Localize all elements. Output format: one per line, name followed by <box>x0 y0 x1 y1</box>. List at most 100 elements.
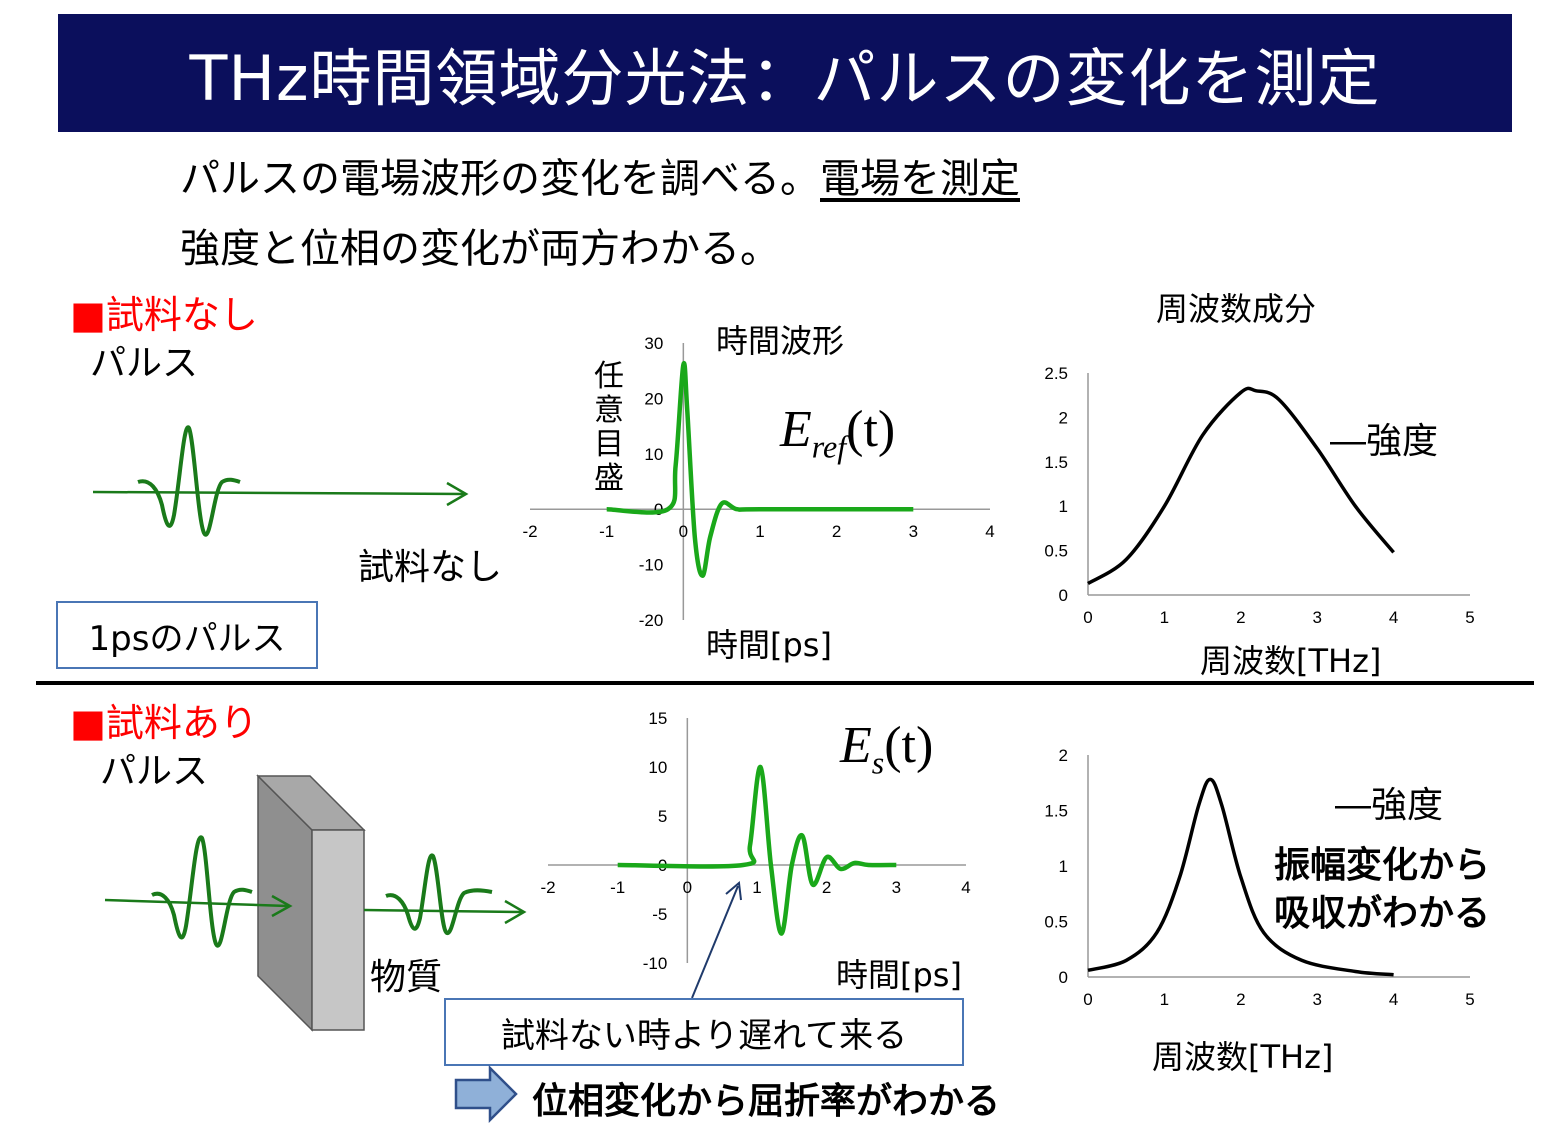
pulse-arrowhead-incoming <box>271 894 293 918</box>
intro-line-2: 強度と位相の変化が両方わかる。 <box>180 226 780 272</box>
x-tick-label: 3 <box>892 878 901 897</box>
formula-e-ref: Eref(t) <box>780 400 895 465</box>
y-tick-label: -10 <box>639 556 664 575</box>
x-tick-label: 1 <box>1160 990 1169 1009</box>
y-tick-label: 5 <box>658 807 667 826</box>
conclusion-arrow-icon <box>454 1064 518 1124</box>
y-tick-label: 1.5 <box>1044 802 1068 821</box>
series-line <box>1087 777 1394 977</box>
y-tick-label: 0.5 <box>1044 913 1068 932</box>
conclusion-text: 位相変化から屈折率がわかる <box>532 1081 1001 1122</box>
y-tick-label: 15 <box>648 709 667 728</box>
y-tick-label: -20 <box>639 611 664 630</box>
y-tick-label: 10 <box>644 445 663 464</box>
pulse-wave-incoming <box>151 835 253 948</box>
y-tick-label: 1.5 <box>1044 453 1068 472</box>
freq-plot-title: 周波数成分 <box>1156 290 1317 328</box>
formula-e-ref-main: E <box>780 401 812 458</box>
time-x-axis-label-top: 時間[ps] <box>706 626 832 664</box>
note-box-1ps: 1psのパルス <box>56 601 318 669</box>
legend-intensity-bottom: ―強度 <box>1335 785 1444 826</box>
freq-x-axis-label-bottom: 周波数[THz] <box>1152 1038 1334 1076</box>
time-x-axis-label-bottom: 時間[ps] <box>836 956 962 994</box>
x-tick-label: 1 <box>1160 608 1169 627</box>
y-tick-label: 0.5 <box>1044 542 1068 561</box>
freq-x-axis-label-top: 周波数[THz] <box>1200 642 1382 680</box>
intro-text-a: パルスの電場波形の変化を調べる。 <box>180 156 820 202</box>
x-tick-label: 4 <box>961 878 970 897</box>
pulse-arrow-incoming <box>104 898 289 908</box>
x-tick-label: 4 <box>1389 990 1398 1009</box>
formula-e-s-sub: s <box>871 744 885 781</box>
x-tick-label: 1 <box>755 522 764 541</box>
y-axis-label: 任意目盛 <box>594 359 624 496</box>
delay-pointer-line <box>691 885 739 999</box>
series-line <box>617 764 897 936</box>
material-label: 物質 <box>370 957 443 998</box>
x-tick-label: 2 <box>822 878 831 897</box>
x-tick-label: 2 <box>832 522 841 541</box>
formula-e-s-arg: (t) <box>884 717 934 774</box>
section-divider <box>36 681 1534 685</box>
pulse-arrowhead-outgoing <box>504 899 527 925</box>
material-slab-front <box>311 829 365 1031</box>
x-tick-label: -1 <box>610 878 625 897</box>
delay-pointer-head <box>725 881 742 901</box>
x-tick-label: 4 <box>1389 608 1398 627</box>
y-tick-label: -5 <box>652 905 667 924</box>
delay-note-box: 試料ない時より遅れて来る <box>444 998 964 1066</box>
y-tick-label: 2 <box>1059 746 1068 765</box>
pulse-arrowhead-top <box>446 481 469 507</box>
section-heading-no-sample: ■試料なし <box>70 293 258 337</box>
x-tick-label: 0 <box>1083 608 1092 627</box>
x-tick-label: 4 <box>985 522 994 541</box>
y-tick-label: -10 <box>643 954 668 973</box>
x-tick-label: 2 <box>1236 608 1245 627</box>
y-tick-label: 1 <box>1059 497 1068 516</box>
pulse-label-top: パルス <box>90 343 199 384</box>
y-tick-label: 30 <box>644 334 663 353</box>
x-tick-label: 5 <box>1465 608 1474 627</box>
pulse-wave-outgoing <box>385 853 493 935</box>
x-tick-label: 5 <box>1465 990 1474 1009</box>
pulse-wave-top <box>137 425 241 537</box>
y-tick-label: 20 <box>644 389 663 408</box>
intro-text-b-underlined: 電場を測定 <box>820 156 1020 202</box>
y-tick-label: 2 <box>1059 408 1068 427</box>
series-line <box>606 361 914 578</box>
formula-e-ref-sub: ref <box>811 428 847 465</box>
y-tick-label: 0 <box>1059 586 1068 605</box>
formula-e-ref-arg: (t) <box>846 401 896 458</box>
x-tick-label: 0 <box>679 522 688 541</box>
formula-e-s-main: E <box>840 717 872 774</box>
x-tick-label: 0 <box>1083 990 1092 1009</box>
series-line <box>1087 386 1395 586</box>
time-plot-title: 時間波形 <box>716 322 845 360</box>
x-tick-label: 1 <box>752 878 761 897</box>
y-tick-label: 0 <box>1059 968 1068 987</box>
page-title: THz時間領域分光法：パルスの変化を測定 <box>58 14 1512 132</box>
amplitude-note-2: 吸収がわかる <box>1274 893 1491 934</box>
legend-intensity-top: ―強度 <box>1330 421 1439 462</box>
x-tick-label: 3 <box>1312 990 1321 1009</box>
y-tick-label: 1 <box>1059 857 1068 876</box>
section-heading-with-sample: ■試料あり <box>70 701 258 745</box>
x-tick-label: 2 <box>1236 990 1245 1009</box>
x-tick-label: -2 <box>540 878 555 897</box>
formula-e-s: Es(t) <box>840 716 933 781</box>
y-tick-label: 10 <box>648 758 667 777</box>
no-sample-label: 試料なし <box>358 547 503 588</box>
x-tick-label: 3 <box>1312 608 1321 627</box>
x-tick-label: 3 <box>909 522 918 541</box>
x-tick-label: 0 <box>683 878 692 897</box>
intro-line-1: パルスの電場波形の変化を調べる。電場を測定 <box>180 146 1020 204</box>
x-tick-label: -2 <box>522 522 537 541</box>
